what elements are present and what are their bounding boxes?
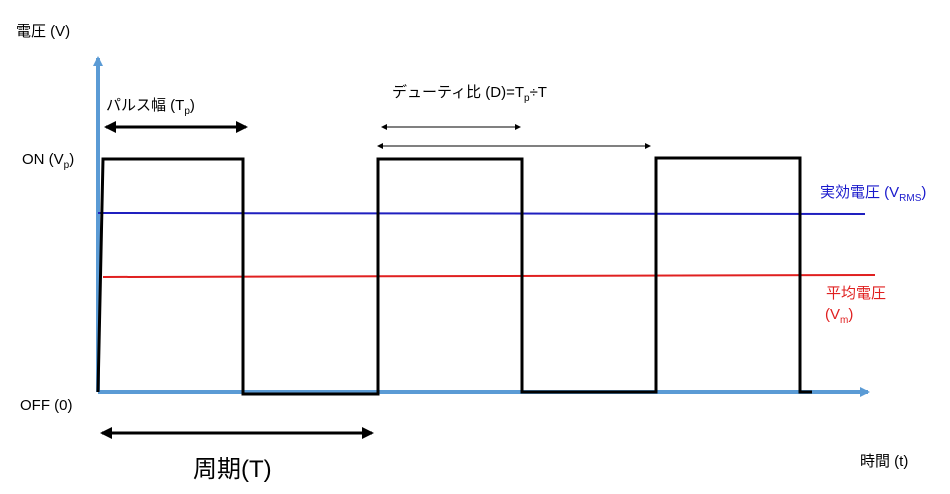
period-label: 周期(T) xyxy=(193,456,272,483)
y-axis-label: 電圧 (V) xyxy=(16,23,71,40)
pwm-square-wave xyxy=(96,156,812,396)
rms-voltage-line xyxy=(97,212,866,215)
on-level-label: ON (Vp) xyxy=(22,151,75,171)
pulse-width-label: パルス幅 (Tp) xyxy=(106,97,195,117)
rms-voltage-label: 実効電圧 (VRMS) xyxy=(820,184,927,204)
mean-voltage-symbol: (Vm) xyxy=(825,306,854,326)
x-axis-label: 時間 (t) xyxy=(860,453,909,470)
off-level-label: OFF (0) xyxy=(20,397,73,414)
mean-voltage-line xyxy=(102,274,876,278)
mean-voltage-label: 平均電圧 xyxy=(826,285,887,302)
duty-ratio-label: デューティ比 (D)=Tp÷T xyxy=(392,84,547,104)
